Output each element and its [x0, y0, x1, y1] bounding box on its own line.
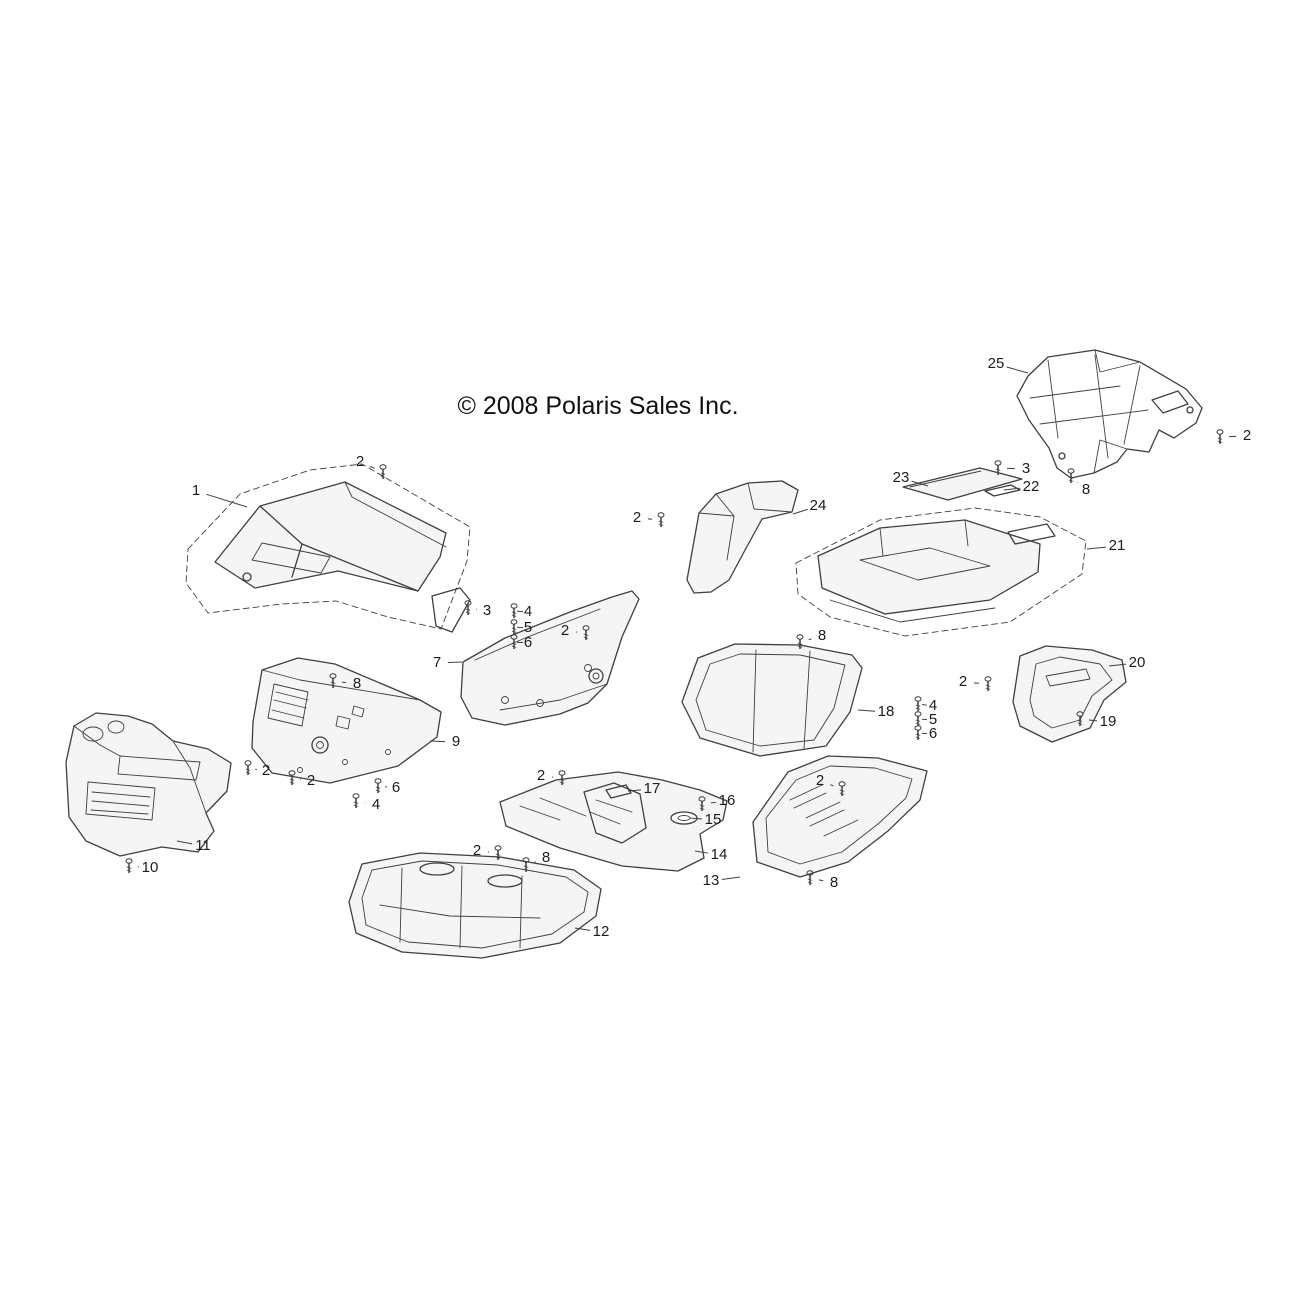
callout-leader-line — [627, 789, 642, 792]
part-callout-5: 5 — [524, 619, 532, 636]
part-callout-16: 16 — [719, 792, 736, 809]
copyright-text: © 2008 Polaris Sales Inc. — [457, 392, 738, 420]
callout-leader-line — [574, 927, 591, 931]
part-7-side-panel — [460, 590, 640, 726]
part-callout-2: 2 — [959, 673, 967, 690]
screw-icon — [914, 711, 922, 727]
part-callout-22: 22 — [1023, 478, 1040, 495]
part-callout-19: 19 — [1100, 713, 1117, 730]
part-callout-2: 2 — [262, 762, 270, 779]
part-callout-24: 24 — [810, 497, 827, 514]
part-callout-2: 2 — [633, 509, 641, 526]
part-17-bracket — [605, 784, 632, 799]
part-callout-2: 2 — [473, 842, 481, 859]
part-callout-8: 8 — [542, 849, 550, 866]
callout-leader-line — [689, 817, 703, 820]
part-callout-8: 8 — [353, 675, 361, 692]
callout-leader-line — [857, 709, 876, 712]
part-callout-5: 5 — [929, 711, 937, 728]
callout-leader-line — [721, 876, 741, 880]
screw-icon — [125, 858, 133, 874]
part-1-hood — [185, 463, 471, 633]
screw-icon — [352, 793, 360, 809]
part-callout-8: 8 — [830, 874, 838, 891]
part-callout-8: 8 — [1082, 481, 1090, 498]
part-callout-12: 12 — [593, 923, 610, 940]
callout-leader-line — [1006, 366, 1029, 374]
part-13-rocker-panel — [752, 755, 928, 878]
screw-icon — [510, 619, 518, 635]
screw-icon — [1216, 429, 1224, 445]
part-callout-10: 10 — [142, 859, 159, 876]
part-24-support-panel — [686, 480, 799, 594]
part-callout-2: 2 — [1243, 427, 1251, 444]
part-callout-18: 18 — [878, 703, 895, 720]
part-callout-4: 4 — [372, 796, 380, 813]
part-callout-21: 21 — [1109, 537, 1126, 554]
part-21-box-assembly — [795, 507, 1087, 637]
callout-leader-line — [1086, 546, 1107, 550]
callout-leader-line — [922, 704, 927, 706]
callout-leader-line — [176, 840, 193, 845]
callout-leader-line — [1108, 663, 1127, 667]
screw-icon — [914, 725, 922, 741]
part-callout-3: 3 — [483, 602, 491, 619]
callout-leader-line — [792, 508, 808, 515]
part-callout-17: 17 — [644, 780, 661, 797]
part-callout-2: 2 — [356, 453, 364, 470]
part-25-rear-bumper — [1016, 349, 1203, 479]
part-callout-3: 3 — [1022, 460, 1030, 477]
callout-leader-line — [1003, 487, 1021, 491]
screw-icon — [374, 778, 382, 794]
part-callout-2: 2 — [537, 767, 545, 784]
part-callout-13: 13 — [703, 872, 720, 889]
part-callout-20: 20 — [1129, 654, 1146, 671]
callout-leader-line — [447, 661, 463, 664]
part-callout-4: 4 — [524, 603, 532, 620]
part-callout-9: 9 — [452, 733, 460, 750]
part-callout-6: 6 — [524, 634, 532, 651]
part-callout-4: 4 — [929, 697, 937, 714]
callout-leader-line — [694, 850, 709, 854]
screw-icon — [914, 696, 922, 712]
part-callout-2: 2 — [816, 772, 824, 789]
part-callout-7: 7 — [433, 654, 441, 671]
callout-leader-line — [830, 784, 834, 787]
screw-icon — [379, 464, 387, 480]
screw-icon — [657, 512, 665, 528]
part-callout-15: 15 — [705, 811, 722, 828]
callout-leader-line — [710, 801, 717, 804]
part-callout-6: 6 — [392, 779, 400, 796]
part-callout-25: 25 — [988, 355, 1005, 372]
part-18-rear-panel — [681, 643, 863, 757]
callout-leader-line — [818, 879, 824, 882]
callout-leader-line — [206, 493, 248, 508]
part-callout-1: 1 — [192, 482, 200, 499]
part-14-floor-panel — [499, 771, 728, 872]
screw-icon — [510, 603, 518, 619]
callout-leader-line — [341, 681, 347, 684]
part-callout-6: 6 — [929, 725, 937, 742]
part-callout-23: 23 — [893, 469, 910, 486]
callout-leader-line — [1088, 719, 1098, 722]
part-callout-8: 8 — [818, 627, 826, 644]
callout-leader-line — [808, 638, 812, 641]
screw-icon — [244, 760, 252, 776]
part-callout-2: 2 — [561, 622, 569, 639]
part-callout-11: 11 — [195, 837, 211, 854]
part-9-dash-panel — [251, 657, 442, 784]
part-callout-14: 14 — [711, 846, 728, 863]
part-callout-2: 2 — [307, 772, 315, 789]
part-11-front-fascia — [65, 712, 232, 857]
part-22-plate — [984, 484, 1021, 497]
part-20-fender-panel — [1012, 645, 1127, 743]
callout-leader-line — [429, 740, 446, 743]
callout-leader-line — [911, 480, 929, 487]
callout-leader-line — [369, 465, 375, 469]
part-12-box-lower — [348, 852, 602, 959]
screw-icon — [984, 676, 992, 692]
